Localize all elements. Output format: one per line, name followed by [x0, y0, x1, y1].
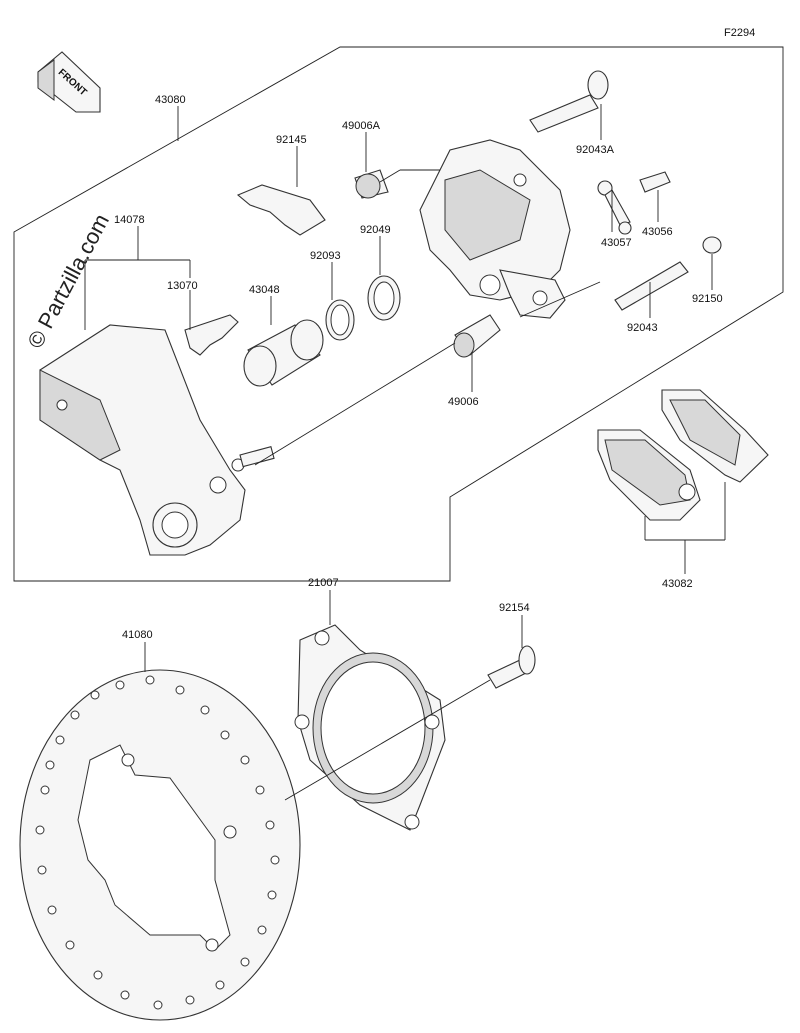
boot-lower: [453, 314, 501, 358]
caliper-bracket: [39, 324, 275, 556]
leader-lines: [84, 104, 726, 801]
callout-43082: 43082: [662, 578, 693, 590]
pad-pin-upper: [529, 70, 609, 133]
bleeder-cap: [597, 180, 632, 235]
caliper-assembly-frame: [13, 46, 784, 582]
figure-code: F2294: [724, 27, 755, 39]
brake-pad-set: [597, 389, 769, 521]
callout-92145: 92145: [276, 134, 307, 146]
abs-sensor-rotor: [294, 624, 446, 831]
callout-13070: 13070: [167, 280, 198, 292]
callout-43056: 43056: [642, 226, 673, 238]
caliper-piston: [243, 319, 324, 387]
front-arrow-icon: FRONT: [37, 51, 101, 113]
callout-49006a: 49006A: [342, 120, 381, 132]
pad-spring: [184, 314, 239, 356]
callout-41080: 41080: [122, 629, 153, 641]
boot-upper: [354, 169, 389, 199]
brake-disc: [19, 669, 301, 1021]
callout-92093: 92093: [310, 250, 341, 262]
callout-92043a: 92043A: [576, 144, 615, 156]
callout-92154: 92154: [499, 602, 530, 614]
callout-92150: 92150: [692, 293, 723, 305]
disc-bolt: [487, 645, 536, 689]
callout-43057: 43057: [601, 237, 632, 249]
callout-92043: 92043: [627, 322, 658, 334]
caliper-body: [419, 139, 571, 319]
callout-43080: 43080: [155, 94, 186, 106]
pad-pin-lower: [614, 261, 689, 311]
callout-92049: 92049: [360, 224, 391, 236]
callout-43048: 43048: [249, 284, 280, 296]
callout-14078: 14078: [114, 214, 145, 226]
callout-21007: 21007: [308, 577, 339, 589]
pad-retainer: [236, 184, 326, 236]
pin-plug: [702, 236, 722, 254]
callout-49006: 49006: [448, 396, 479, 408]
bleeder-valve: [639, 171, 671, 193]
